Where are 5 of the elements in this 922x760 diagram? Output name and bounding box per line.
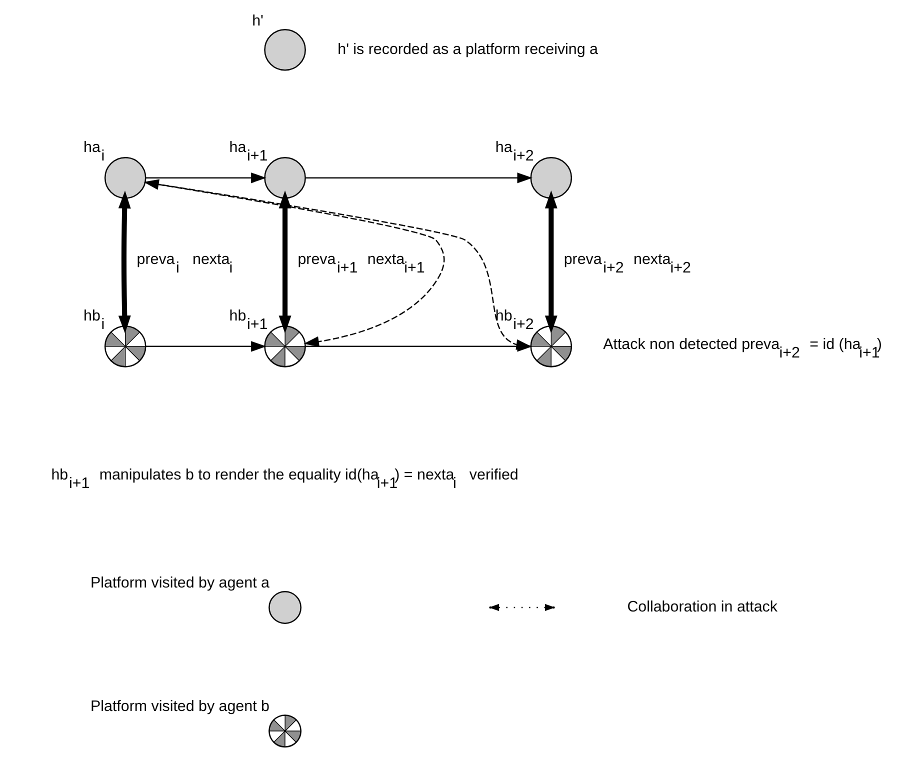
legend-label: Collaboration in attack [626,598,777,616]
legend-label: Platform visited by agent a [90,574,269,592]
node-label: h' is recorded as a platform receiving a [337,40,598,58]
legend-label: Platform visited by agent b [90,698,269,715]
node-label: h' [252,12,263,30]
